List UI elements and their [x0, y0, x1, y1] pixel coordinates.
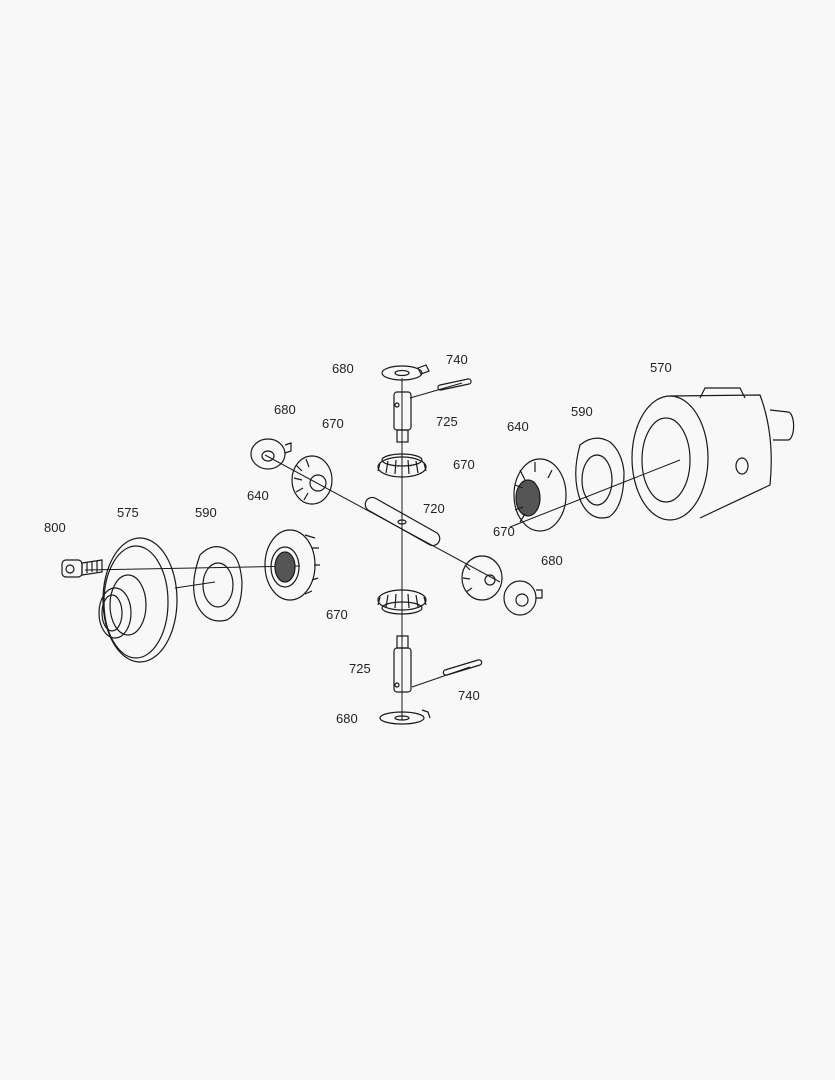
callout-570: 570 [650, 360, 672, 375]
callout-670: 670 [326, 607, 348, 622]
cross-shaft-720 [364, 496, 441, 547]
callout-575: 575 [117, 505, 139, 520]
thrust-washer-680-bottom [379, 709, 431, 725]
side-gear-640-right [513, 458, 567, 532]
callout-640: 640 [507, 419, 529, 434]
shaft-725-top [393, 391, 412, 443]
shaft-725-bottom [393, 635, 412, 693]
callout-680: 680 [336, 711, 358, 726]
callout-640: 640 [247, 488, 269, 503]
callout-740: 740 [446, 352, 468, 367]
callout-720: 720 [423, 501, 445, 516]
callout-590: 590 [195, 505, 217, 520]
thrust-washer-680-left [250, 438, 292, 470]
callout-680: 680 [541, 553, 563, 568]
callout-590: 590 [571, 404, 593, 419]
thrust-washer-680-top [381, 364, 430, 381]
pin-740-bottom [442, 659, 483, 676]
callout-680: 680 [274, 402, 296, 417]
pinion-gear-670-left [291, 455, 333, 505]
pinion-gear-670-top [377, 453, 427, 478]
callout-740: 740 [458, 688, 480, 703]
callout-670: 670 [453, 457, 475, 472]
callout-680: 680 [332, 361, 354, 376]
pinion-gear-670-bottom [377, 589, 427, 615]
assembly-axis-lines [84, 378, 681, 720]
callout-725: 725 [349, 661, 371, 676]
friction-plate-590-right [575, 437, 625, 519]
differential-case-570 [631, 387, 795, 521]
friction-plate-590-left [193, 546, 243, 622]
flange-cover-575 [98, 537, 178, 663]
thrust-washer-680-right [503, 580, 543, 616]
callout-670: 670 [493, 524, 515, 539]
pinion-gear-670-right [461, 555, 503, 601]
bolt-800 [61, 559, 103, 578]
side-gear-640-left [264, 529, 320, 601]
pin-740-top [437, 378, 472, 391]
callout-800: 800 [44, 520, 66, 535]
callout-670: 670 [322, 416, 344, 431]
callout-725: 725 [436, 414, 458, 429]
